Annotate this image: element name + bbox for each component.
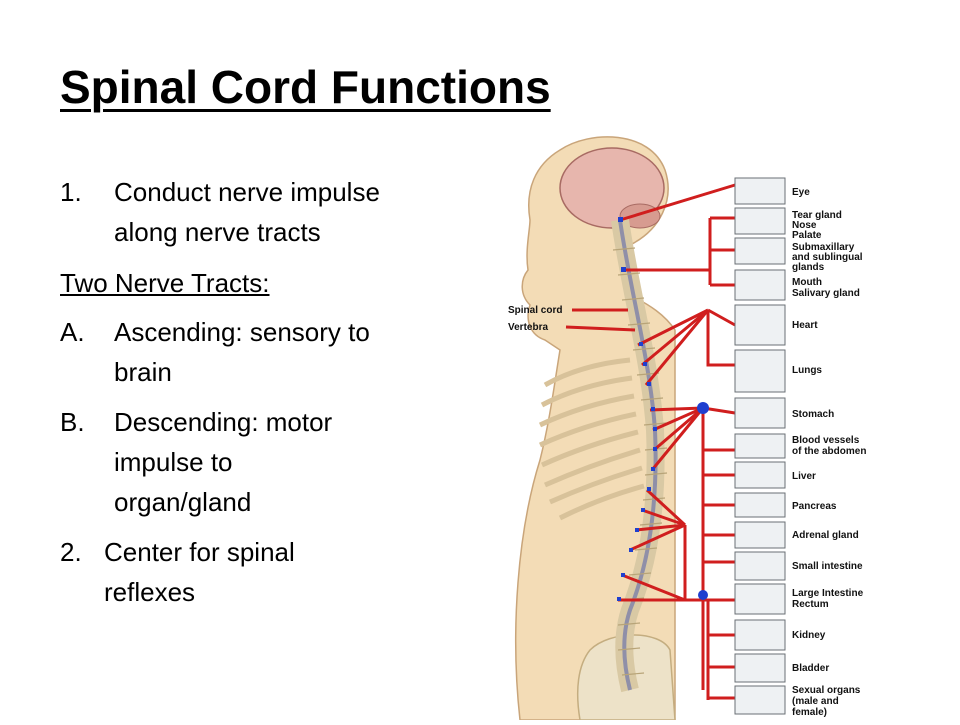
organ-label-eye: Eye (792, 187, 810, 198)
item-b-line-2: impulse to (114, 447, 233, 477)
list-marker-2: 2. (60, 537, 82, 567)
list-marker-1: 1. (60, 177, 82, 207)
item-b-line-1: Descending: motor (114, 407, 333, 437)
diagram-svg: Spinal cord Vertebra (508, 136, 866, 721)
list-marker-b: B. (60, 407, 85, 437)
rib-cage (538, 357, 645, 521)
organ-label-stomach: Stomach (792, 409, 834, 420)
organ-label-liver: Liver (792, 471, 816, 482)
organ-label-pancreas: Pancreas (792, 501, 837, 512)
organ-label-small-intestine: Small intestine (792, 561, 863, 572)
organ-label-lungs: Lungs (792, 365, 822, 376)
organ-label-sexual-organs: Sexual organs (male and female) (792, 685, 863, 718)
vertebra-pointer (565, 325, 636, 332)
label-vertebra: Vertebra (508, 322, 548, 333)
organ-label-large-intestine: Large Intestine Rectum (792, 588, 866, 610)
label-spinal-cord: Spinal cord (508, 305, 562, 316)
organ-label-tear-gland: Tear gland Nose Palate (792, 210, 845, 241)
organ-label-adrenal-gland: Adrenal gland (792, 530, 859, 541)
organ-label-submaxillary: Submaxillary and sublingual glands (792, 242, 865, 273)
item-1-line-1: Conduct nerve impulse (114, 177, 380, 207)
list-marker-a: A. (60, 317, 85, 347)
nervous-system-diagram: Spinal cord Vertebra (500, 130, 890, 721)
item-b-line-3: organ/gland (114, 487, 252, 517)
organ-label-heart: Heart (792, 320, 818, 331)
item-1-line-2: along nerve tracts (114, 217, 321, 247)
organ-boxes (734, 177, 786, 715)
organ-label-kidney: Kidney (792, 630, 826, 641)
organ-label-mouth: Mouth Salivary gland (792, 277, 860, 299)
tracts-heading: Two Nerve Tracts: (60, 268, 270, 298)
organ-label-bladder: Bladder (792, 663, 829, 674)
item-a-line-1: Ascending: sensory to (114, 317, 370, 347)
item-2-line-1: Center for spinal (104, 537, 295, 567)
slide-title: Spinal Cord Functions (60, 61, 551, 113)
item-a-line-2: brain (114, 357, 172, 387)
organ-label-blood-vessels: Blood vessels of the abdomen (792, 435, 866, 457)
spinal-cord (618, 219, 658, 691)
item-2-line-2: reflexes (104, 577, 196, 607)
nerve-nodes (617, 217, 709, 601)
nerve-lines (618, 183, 736, 700)
